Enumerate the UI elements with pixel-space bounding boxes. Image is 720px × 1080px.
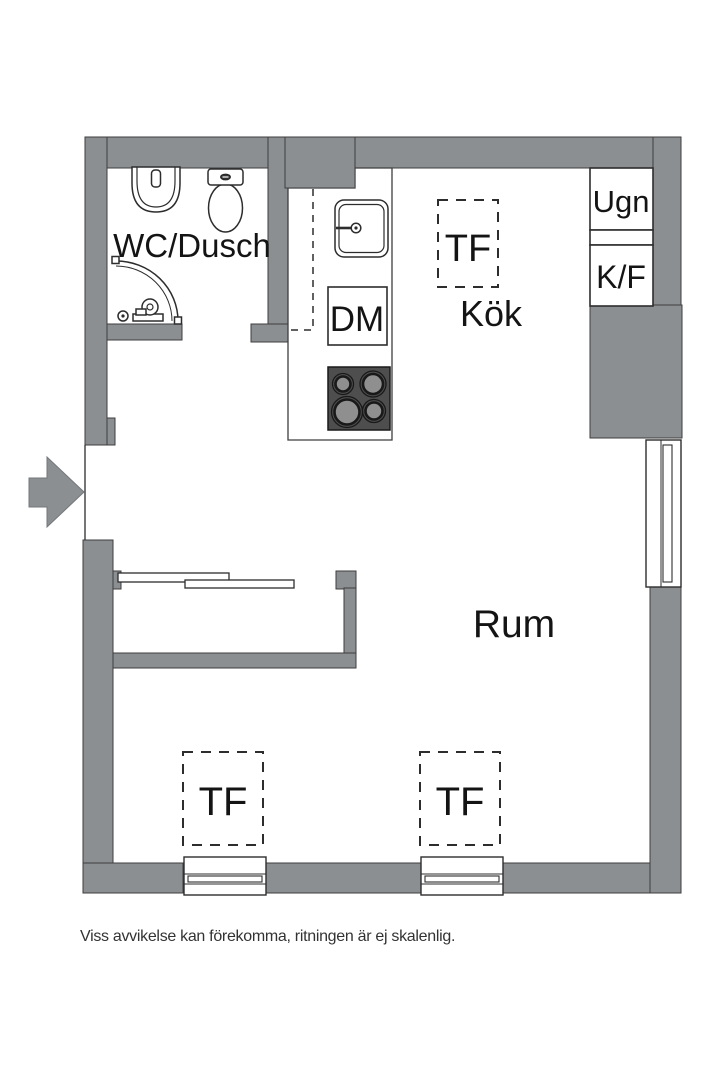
bottom-wall-left [82, 862, 184, 894]
washbasin-icon [131, 166, 181, 213]
oven-label: Ugn [593, 184, 650, 219]
dishwasher-box [327, 286, 388, 346]
window-bottom-right [420, 856, 504, 896]
room-label: Rum [473, 603, 555, 646]
right-wall-lower [649, 586, 682, 894]
sliding-door-panel [184, 579, 295, 589]
burner [359, 370, 387, 398]
closet-right-wall [343, 587, 357, 656]
tf-right-label: TF [436, 780, 485, 824]
toilet-icon [207, 168, 244, 233]
burner [330, 395, 364, 429]
entry-jamb [106, 417, 116, 446]
closet-right-wall-top [335, 570, 357, 590]
fridge-freezer-label: K/F [596, 259, 646, 295]
sliding-doors [117, 572, 295, 589]
fridge-freezer-box [589, 244, 654, 307]
stove-icon [327, 366, 391, 431]
top-wall-deep-section [284, 136, 356, 189]
counter-dashed-line [289, 189, 314, 331]
bathroom-label: WC/Dusch [113, 227, 271, 264]
bathroom-bottom-wall-right [250, 323, 289, 343]
burner [331, 372, 355, 396]
disclaimer-text: Viss avvikelse kan förekomma, ritningen … [80, 928, 455, 945]
entry-arrow-icon [28, 455, 85, 529]
burner [361, 398, 387, 424]
tf-left-label: TF [199, 780, 248, 824]
left-wall-lower [82, 539, 114, 894]
window-bottom-left [183, 856, 267, 896]
closet-bottom-wall [112, 652, 357, 669]
dishwasher-label: DM [330, 300, 384, 339]
bottom-wall-middle [265, 862, 422, 894]
right-wall-block [589, 304, 683, 439]
tf-marker-bottom-right [419, 751, 501, 846]
tf-marker-bottom-left [182, 751, 264, 846]
tf-kitchen-label: TF [445, 228, 491, 270]
right-wall-upper [652, 136, 682, 308]
walls [82, 136, 683, 894]
top-wall [84, 136, 682, 169]
sliding-door-panel [117, 572, 230, 583]
left-wall-upper [84, 136, 108, 446]
kitchen-label: Kök [460, 293, 523, 334]
appliance-gap-box [589, 229, 654, 246]
shower-icon [111, 255, 183, 325]
kitchen-sink-icon [334, 199, 389, 258]
window-right [645, 439, 682, 588]
